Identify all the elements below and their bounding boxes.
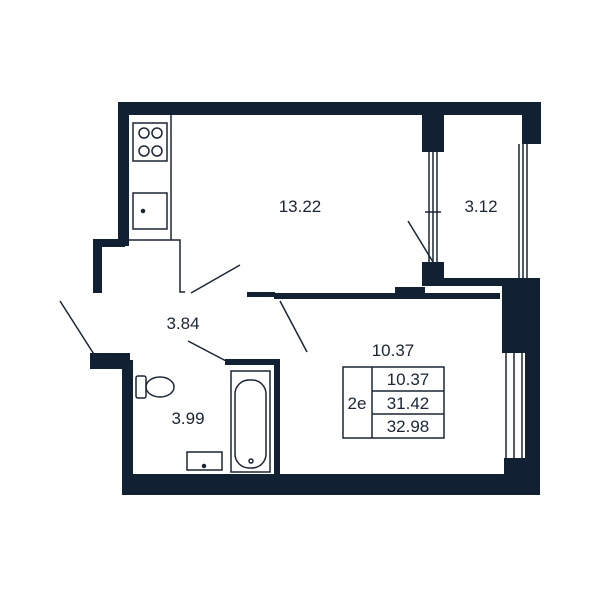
top-wall: [118, 102, 541, 115]
room-top-wall: [274, 293, 500, 299]
left-wall-lower: [122, 360, 133, 495]
left-stub: [90, 353, 130, 369]
kitchen-living-area-label: 13.22: [279, 197, 322, 216]
corner-block-bottom-right: [504, 458, 540, 493]
window-kitchen: [425, 152, 441, 262]
notch-top: [93, 239, 125, 247]
total-with-balcony-value: 32.98: [387, 417, 430, 436]
walls: [90, 102, 541, 495]
notch-left: [93, 239, 102, 293]
left-wall-upper: [118, 102, 129, 246]
thin-lines: [129, 115, 185, 372]
door-bathroom[interactable]: [187, 340, 229, 363]
washbasin-icon: [186, 451, 223, 471]
bathroom-top-wall: [225, 359, 279, 365]
toilet-icon: [135, 375, 175, 399]
room-top-wall-joint: [395, 287, 425, 297]
windows: [425, 144, 528, 458]
total-area-value: 31.42: [387, 394, 430, 413]
living-area-value: 10.37: [387, 370, 430, 389]
apartment-type-label: 2е: [348, 394, 367, 413]
corridor-line: [129, 239, 185, 293]
window-balcony: [518, 144, 528, 278]
partition-lower: [422, 262, 444, 284]
hall-area-label: 3.84: [166, 314, 199, 333]
door-entrance[interactable]: [59, 300, 98, 360]
balcony-area-label: 3.12: [464, 197, 497, 216]
partition-upper: [422, 102, 444, 152]
area-summary-box: [342, 366, 445, 439]
bottom-wall: [122, 474, 540, 495]
stove-icon: [132, 122, 168, 162]
bathroom-area-label: 3.99: [171, 409, 204, 428]
right-wall-lower: [525, 283, 540, 495]
doors: [59, 220, 434, 363]
door-balcony[interactable]: [407, 220, 434, 263]
room-area-label: 10.37: [372, 341, 415, 360]
door-room[interactable]: [279, 300, 308, 353]
kitchen-sink-icon: [132, 192, 168, 230]
corner-block-top-right: [522, 102, 541, 144]
bathroom-right-wall: [274, 359, 280, 479]
door-kitchen[interactable]: [190, 264, 241, 294]
balcony-bottom-wall: [422, 278, 540, 286]
bathtub-icon: [230, 370, 271, 473]
divider-stub: [247, 292, 275, 297]
window-room: [505, 353, 523, 458]
